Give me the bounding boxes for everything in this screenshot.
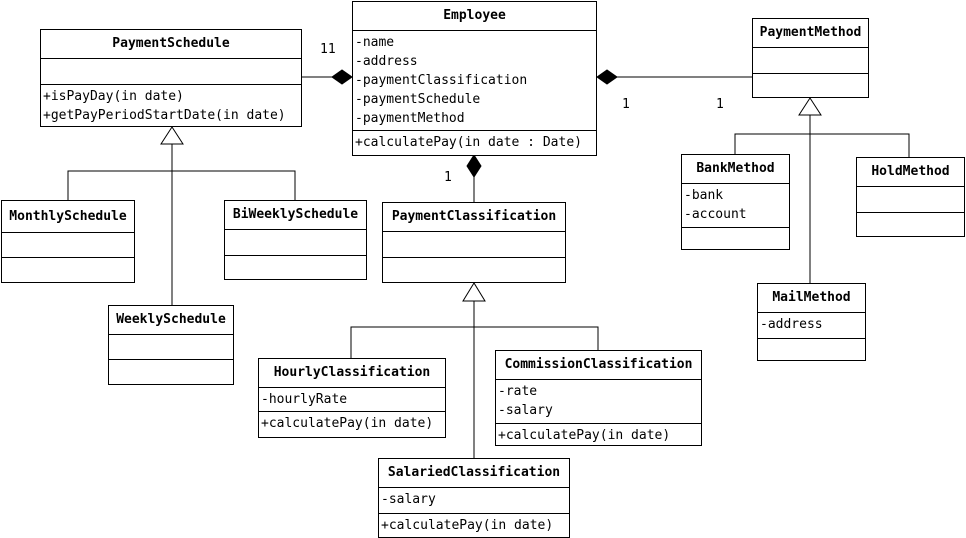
class-name: PaymentSchedule (41, 30, 301, 59)
operation: +calculatePay(in date) (498, 428, 671, 443)
attributes-compartment (225, 230, 366, 256)
attribute: -hourlyRate (261, 392, 348, 407)
attributes-compartment (41, 59, 301, 85)
class-name: MonthlySchedule (2, 201, 134, 233)
hourly-classification-class[interactable]: HourlyClassification -hourlyRate +calcul… (258, 358, 446, 438)
mail-method-class[interactable]: MailMethod -address (757, 283, 866, 361)
payment-method-class[interactable]: PaymentMethod (752, 18, 869, 98)
operation: +calculatePay(in date : Date) (355, 135, 582, 150)
bank-method-class[interactable]: BankMethod -bank -account (681, 154, 790, 250)
weekly-schedule-class[interactable]: WeeklySchedule (108, 305, 234, 385)
class-name: WeeklySchedule (109, 306, 233, 335)
attributes-compartment (753, 48, 868, 74)
schedule-generalization-arrow (160, 126, 184, 145)
class-name: MailMethod (758, 284, 865, 313)
salaried-classification-class[interactable]: SalariedClassification -salary +calculat… (378, 458, 570, 538)
operations-compartment (383, 258, 565, 283)
attributes-compartment: -hourlyRate (259, 388, 445, 412)
schedule-composition-diamond (331, 69, 353, 85)
attribute: -rate (498, 384, 538, 399)
payment-classification-class[interactable]: PaymentClassification (382, 202, 566, 283)
attributes-compartment (857, 187, 964, 213)
operations-compartment (225, 256, 366, 280)
operation: +getPayPeriodStartDate(in date) (43, 108, 286, 123)
classification-composition-diamond (466, 154, 482, 178)
operations-compartment: +calculatePay(in date) (379, 514, 569, 538)
operations-compartment: +calculatePay(in date) (259, 412, 445, 438)
attribute: -salary (381, 492, 436, 507)
operations-compartment (857, 213, 964, 237)
attribute: -paymentSchedule (355, 92, 481, 107)
biweekly-schedule-class[interactable]: BiWeeklySchedule (224, 200, 367, 280)
operation: +isPayDay(in date) (43, 89, 184, 104)
hold-method-class[interactable]: HoldMethod (856, 157, 965, 237)
attributes-compartment: -rate -salary (496, 380, 701, 424)
operations-compartment: +calculatePay(in date : Date) (353, 131, 596, 156)
attributes-compartment: -address (758, 313, 865, 339)
multiplicity-method-near-method: 1 (716, 97, 724, 112)
attributes-compartment (109, 335, 233, 360)
operations-compartment (682, 228, 789, 250)
attribute: -paymentClassification (355, 73, 528, 88)
class-name: BiWeeklySchedule (225, 201, 366, 230)
attribute: -account (684, 207, 747, 222)
schedule-generalization-branch (67, 170, 296, 200)
attribute: -address (355, 54, 418, 69)
attribute: -address (760, 317, 823, 332)
operations-compartment: +calculatePay(in date) (496, 424, 701, 446)
classification-generalization-branch (350, 326, 599, 358)
multiplicity-classification-end: 1 (444, 170, 452, 185)
class-name: SalariedClassification (379, 459, 569, 488)
commission-classification-class[interactable]: CommissionClassification -rate -salary +… (495, 350, 702, 446)
attributes-compartment: -bank -account (682, 184, 789, 228)
attribute: -name (355, 35, 395, 50)
attributes-compartment (383, 232, 565, 258)
attribute: -salary (498, 403, 553, 418)
operations-compartment (109, 360, 233, 385)
class-name: HourlyClassification (259, 359, 445, 388)
method-generalization-branch (734, 133, 910, 157)
attributes-compartment (2, 233, 134, 258)
classification-generalization-arrow (462, 282, 486, 302)
operation: +calculatePay(in date) (381, 518, 554, 533)
operations-compartment (753, 74, 868, 98)
class-name: BankMethod (682, 155, 789, 184)
attributes-compartment: -salary (379, 488, 569, 514)
attributes-compartment: -name -address -paymentClassification -p… (353, 31, 596, 131)
class-name: PaymentMethod (753, 19, 868, 48)
class-name: HoldMethod (857, 158, 964, 187)
method-composition-diamond (596, 69, 618, 85)
multiplicity-schedule-end: 11 (320, 42, 336, 57)
monthly-schedule-class[interactable]: MonthlySchedule (1, 200, 135, 283)
payment-schedule-class[interactable]: PaymentSchedule +isPayDay(in date) +getP… (40, 29, 302, 127)
class-name: PaymentClassification (383, 203, 565, 232)
class-name: CommissionClassification (496, 351, 701, 380)
attribute: -bank (684, 188, 724, 203)
attribute: -paymentMethod (355, 111, 465, 126)
multiplicity-method-near-employee: 1 (622, 97, 630, 112)
operations-compartment: +isPayDay(in date) +getPayPeriodStartDat… (41, 85, 301, 127)
employee-class[interactable]: Employee -name -address -paymentClassifi… (352, 1, 597, 156)
operation: +calculatePay(in date) (261, 416, 434, 431)
class-name: Employee (353, 2, 596, 31)
operations-compartment (758, 339, 865, 361)
method-generalization-arrow (798, 97, 822, 116)
operations-compartment (2, 258, 134, 283)
